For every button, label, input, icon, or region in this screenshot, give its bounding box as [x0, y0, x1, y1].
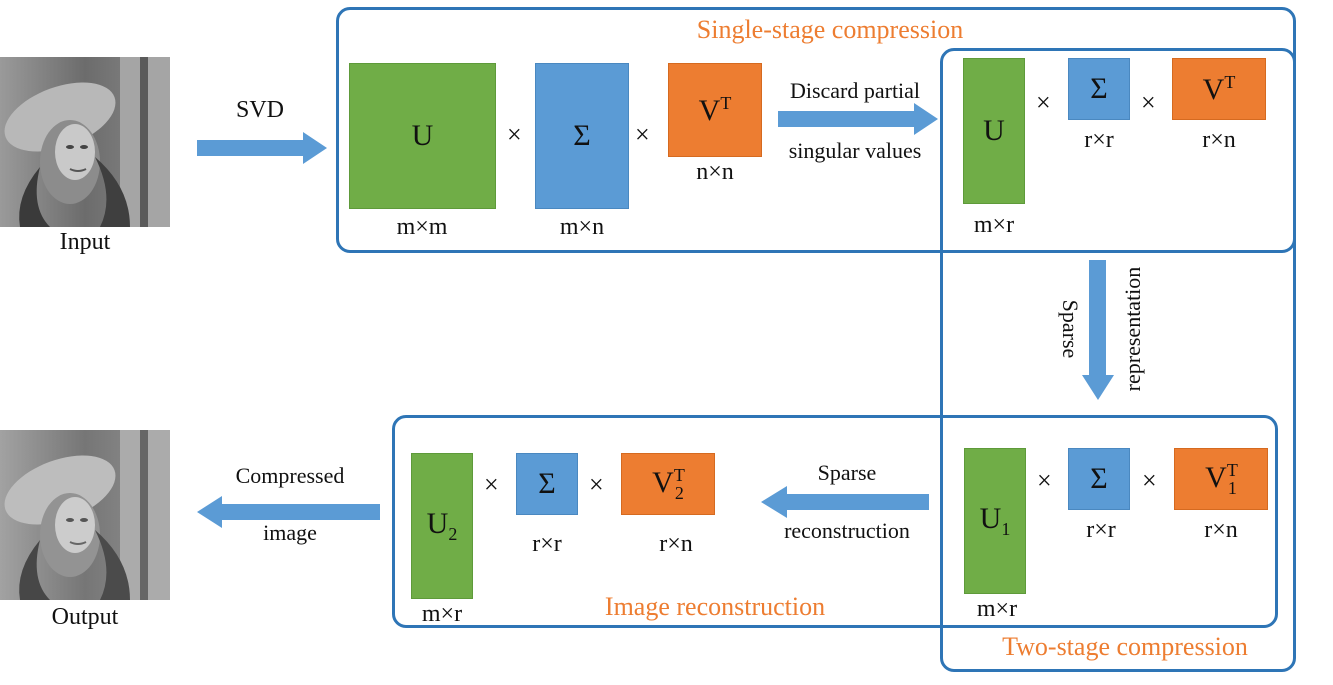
output-image [0, 430, 170, 600]
matrix-sigma-symbol: Σ [573, 119, 591, 152]
times-symbol: × [507, 120, 522, 149]
matrix-sigma-dim: r×r [1086, 517, 1116, 543]
matrix-sigma-dim: r×r [532, 531, 562, 557]
times-symbol: × [635, 120, 650, 149]
matrix-vt-dim: n×n [696, 159, 734, 185]
two-stage-title: Two-stage compression [1002, 632, 1248, 661]
matrix-sigma-symbol: Σ [1090, 72, 1108, 105]
matrix-v1t-block: VT1 [1174, 448, 1268, 510]
matrix-v1t-subscript: 1 [1227, 477, 1237, 498]
matrix-vt-block: VT [668, 63, 762, 157]
matrix-u-truncated-block: U [963, 58, 1025, 204]
matrix-u-block: U [349, 63, 496, 209]
image-reconstruction-frame [392, 415, 1278, 628]
matrix-u-symbol: U [983, 114, 1005, 147]
discard-arrow [778, 103, 938, 135]
matrix-vt-symbol: V [698, 93, 721, 127]
matrix-sigma-block: Σ [1068, 58, 1130, 120]
transpose-mark: T [1226, 459, 1238, 480]
two-stage-frame [940, 48, 1296, 672]
sparse-reconstruction-arrow [761, 486, 929, 518]
matrix-u2-symbol: U [426, 507, 449, 540]
matrix-vt-block: VT [1172, 58, 1266, 120]
transpose-mark: T [673, 464, 685, 485]
times-symbol: × [484, 470, 499, 499]
sparse-reconstruction-line1: Sparse [817, 460, 877, 485]
output-label: Output [51, 604, 119, 630]
matrix-u2-dim: m×r [421, 601, 463, 627]
svd-label: SVD [235, 97, 284, 123]
matrix-sigma-symbol: Σ [538, 467, 556, 500]
matrix-v2t-dim: r×n [659, 531, 693, 557]
single-stage-title: Single-stage compression [696, 15, 964, 44]
times-symbol: × [1037, 466, 1052, 495]
matrix-v1t-dim: r×n [1204, 517, 1238, 543]
matrix-sigma-block: Σ [516, 453, 578, 515]
matrix-vt-symbol: V [1202, 72, 1225, 106]
matrix-vt-dim: r×n [1202, 127, 1236, 153]
matrix-u-dim: m×m [396, 214, 448, 240]
matrix-sigma-block: Σ [535, 63, 629, 209]
input-image [0, 57, 170, 227]
input-label: Input [59, 229, 111, 255]
matrix-sigma-dim: m×n [559, 214, 605, 240]
compressed-label-line1: Compressed [235, 463, 345, 488]
matrix-u-symbol: U [411, 119, 434, 152]
matrix-sigma-symbol: Σ [1090, 462, 1108, 495]
matrix-sigma-dim: r×r [1084, 127, 1114, 153]
transpose-mark: T [1224, 71, 1236, 92]
image-reconstruction-title: Image reconstruction [604, 592, 826, 621]
transpose-mark: T [720, 92, 732, 113]
matrix-v2t-subscript: 2 [674, 482, 684, 503]
times-symbol: × [1141, 88, 1156, 117]
matrix-u1-block: U1 [964, 448, 1026, 594]
sparse-reconstruction-line2: reconstruction [784, 518, 910, 543]
matrix-u-dim: m×r [973, 212, 1015, 238]
sparse-representation-line2: representation [1120, 266, 1145, 392]
times-symbol: × [1036, 88, 1051, 117]
matrix-u1-subscript: 1 [1001, 519, 1011, 539]
discard-label-line2: singular values [788, 138, 922, 163]
times-symbol: × [1142, 466, 1157, 495]
svd-arrow [197, 132, 327, 164]
matrix-u1-dim: m×r [976, 596, 1018, 622]
sparse-representation-line1: Sparse [1058, 299, 1083, 359]
matrix-v2t-block: VT2 [621, 453, 715, 515]
discard-label-line1: Discard partial [789, 78, 921, 103]
compressed-arrow [197, 496, 380, 528]
matrix-u2-block: U2 [411, 453, 473, 599]
compressed-label-line2: image [263, 520, 317, 545]
times-symbol: × [589, 470, 604, 499]
matrix-v2t-symbol: V [652, 465, 674, 499]
matrix-sigma-block: Σ [1068, 448, 1130, 510]
matrix-u1-symbol: U [979, 502, 1002, 535]
sparse-representation-arrow [1082, 260, 1114, 400]
matrix-u2-subscript: 2 [448, 524, 458, 544]
matrix-v1t-symbol: V [1205, 460, 1227, 494]
